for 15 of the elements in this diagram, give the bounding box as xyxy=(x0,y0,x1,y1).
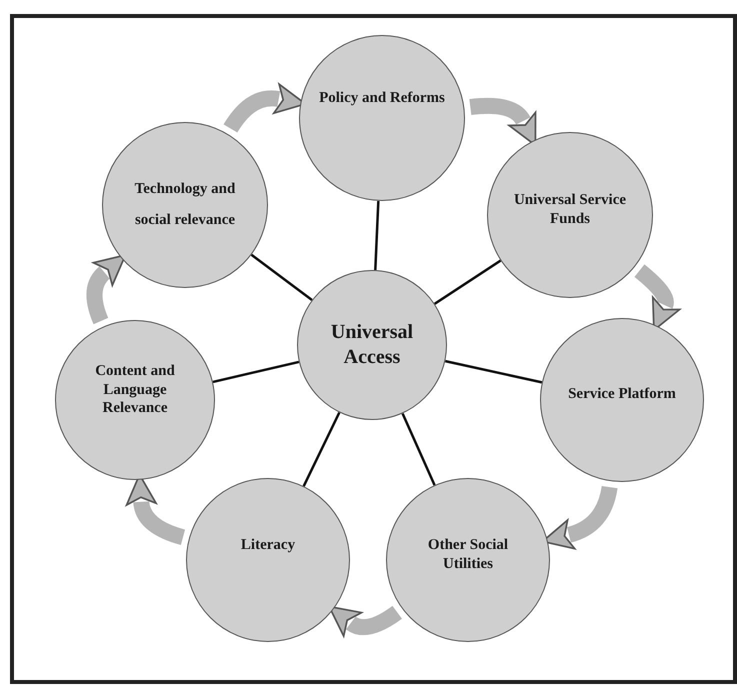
node-label: Universal Service Funds xyxy=(512,191,628,229)
node-label: Technology and social relevance xyxy=(134,180,236,230)
connector-line xyxy=(444,360,542,384)
connector-line xyxy=(434,260,502,305)
node-label: Other Social Utilities xyxy=(426,536,510,574)
connector-line xyxy=(374,200,380,270)
node-label: Content and Language Relevance xyxy=(94,362,176,418)
node-label: Literacy xyxy=(240,536,296,554)
node-label: Service Platform xyxy=(568,384,676,404)
node-label: Policy and Reforms xyxy=(319,88,445,108)
connector-line xyxy=(212,360,300,384)
node-label: Universal Access xyxy=(330,320,414,370)
connector-line xyxy=(401,412,436,486)
connector-line xyxy=(250,254,313,302)
connector-line xyxy=(302,412,340,487)
